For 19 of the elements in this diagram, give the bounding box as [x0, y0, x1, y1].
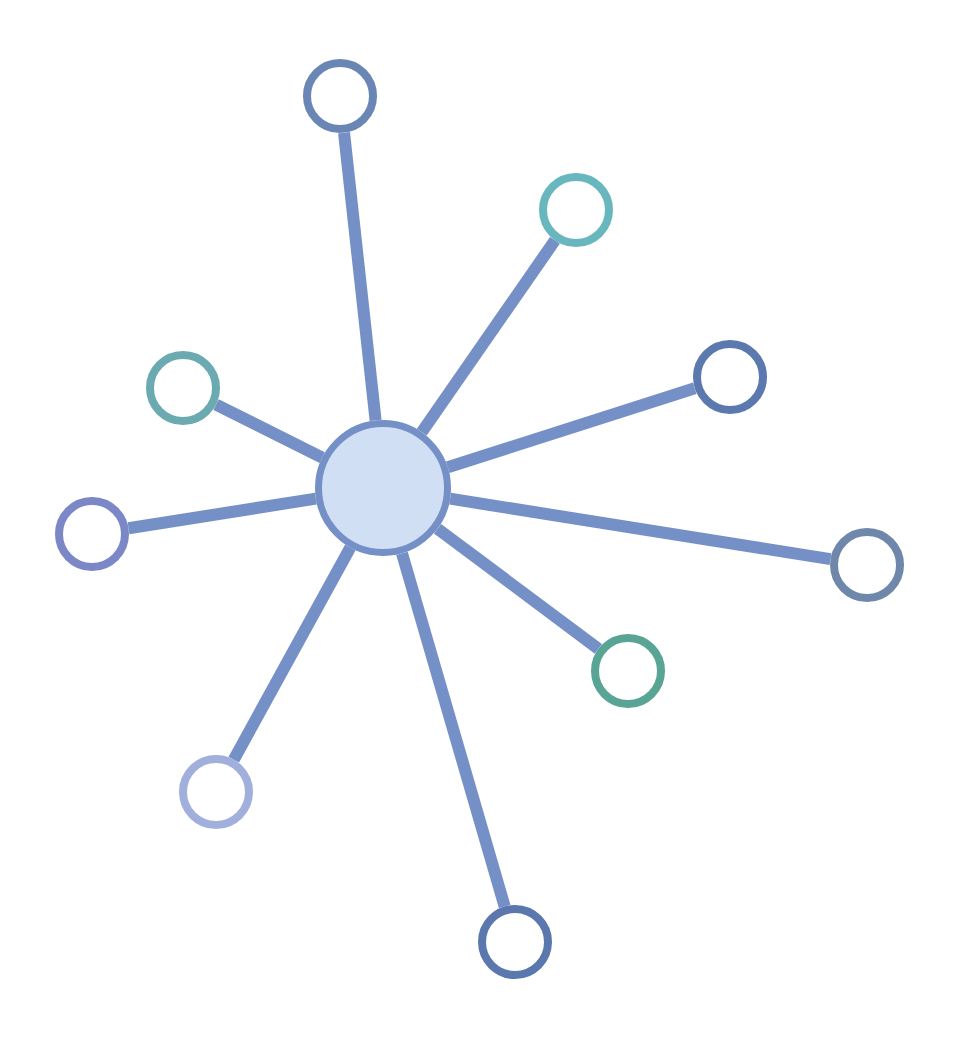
connector-line	[433, 523, 602, 654]
node-circle	[55, 497, 129, 571]
node-circle	[830, 528, 904, 602]
node-circle	[539, 173, 613, 247]
connector-line	[416, 236, 560, 436]
connector-line	[228, 544, 356, 763]
node-circle	[591, 634, 665, 708]
node-circle	[303, 59, 377, 133]
connector-line	[213, 399, 325, 463]
node-circle	[179, 755, 253, 829]
connector-line	[449, 492, 832, 566]
node-circle	[693, 340, 767, 414]
hub-circle	[315, 420, 451, 556]
node-circle	[146, 351, 220, 425]
connector-line	[127, 492, 317, 535]
connector-line	[445, 382, 697, 473]
connector-line	[338, 132, 382, 422]
connector-line	[396, 551, 511, 909]
node-circle	[478, 905, 552, 979]
